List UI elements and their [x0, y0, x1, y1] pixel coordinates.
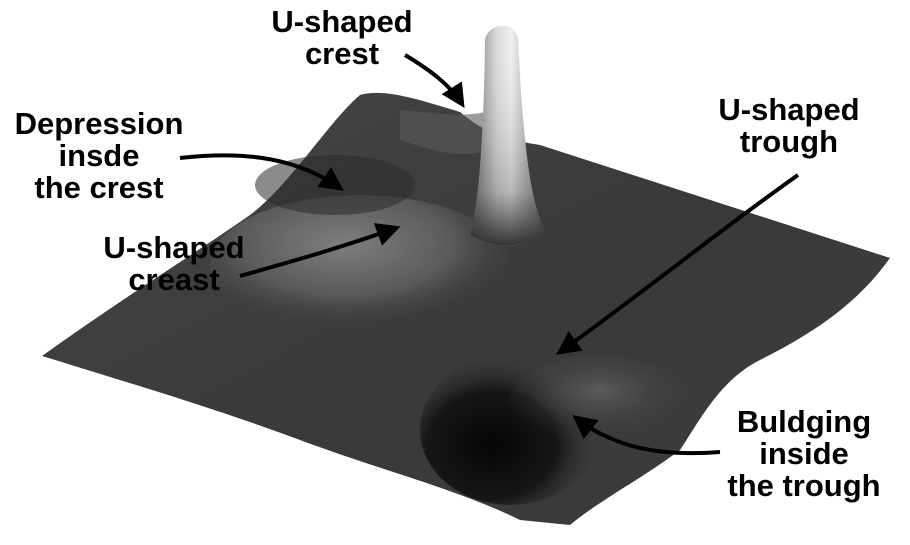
- crest-left-shading: [210, 195, 510, 335]
- bulge-shading: [510, 355, 690, 445]
- label-line: the crest: [34, 170, 164, 205]
- label-line: U-shaped: [103, 230, 245, 265]
- label-bulging-inside-trough: Buldging inside the trough: [716, 406, 892, 502]
- label-u-shaped-crest-top: U-shaped crest: [262, 6, 422, 70]
- label-u-shaped-trough: U-shaped trough: [704, 94, 874, 158]
- label-depression-inside-crest: Depression insde the crest: [4, 108, 194, 204]
- label-line: U-shaped: [271, 4, 413, 39]
- label-line: the trough: [727, 468, 881, 503]
- crest-top-ridge: [400, 110, 488, 155]
- label-line: U-shaped: [718, 92, 860, 127]
- label-line: crest: [304, 36, 380, 71]
- central-peak-base-shade: [470, 25, 545, 246]
- arrow-crest-left: [239, 223, 401, 278]
- label-line: Buldging: [736, 404, 872, 439]
- label-line: trough: [739, 124, 839, 159]
- arrow-trough: [556, 173, 800, 355]
- label-line: Depression: [14, 106, 184, 141]
- label-line: inside: [759, 436, 849, 471]
- arrow-bulge: [572, 415, 721, 456]
- label-line: insde: [58, 138, 140, 173]
- label-u-shaped-crest-left: U-shaped creast: [94, 232, 254, 296]
- arrow-depression: [179, 153, 344, 191]
- arrow-crest-top: [403, 53, 465, 109]
- label-line: creast: [128, 262, 220, 297]
